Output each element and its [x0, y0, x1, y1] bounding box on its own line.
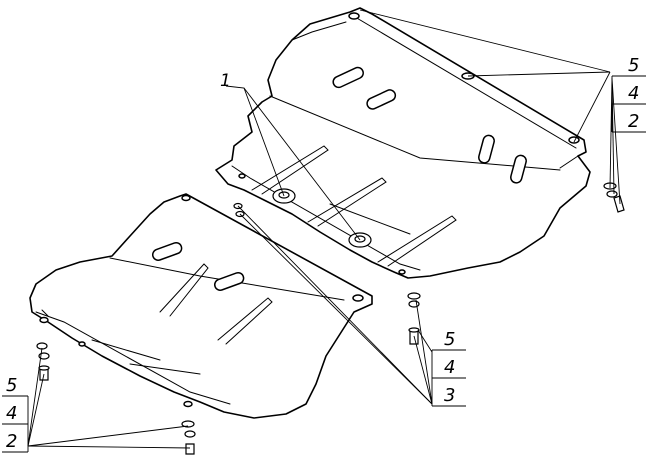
fastener-lower-center: [181, 420, 196, 455]
callout-upper-right: 5 4 2: [611, 55, 646, 133]
callout-center-right-3: 3: [444, 385, 455, 406]
fastener-rear-center: [407, 292, 421, 345]
rear-skid-plate: [215, 7, 591, 279]
callout-upper-right-4: 4: [628, 83, 639, 104]
front-skid-plate: [29, 193, 373, 419]
callout-upper-right-2: 2: [628, 111, 639, 132]
callout-center-right-5: 5: [444, 329, 455, 350]
callout-lower-left-2: 2: [6, 431, 17, 452]
callout-center-right: 5 4 3: [431, 329, 466, 407]
callout-label-1: 1: [220, 71, 231, 91]
callout-center-right-4: 4: [444, 357, 455, 378]
callout-upper-right-5: 5: [628, 55, 639, 76]
callout-lower-left-5: 5: [6, 375, 17, 396]
callout-1: 1: [220, 71, 231, 91]
callout-lower-left: 5 4 2: [2, 375, 29, 453]
leader-lines: [27, 9, 621, 449]
fastener-lower-left: [36, 342, 50, 381]
callout-lower-left-4: 4: [6, 403, 17, 424]
